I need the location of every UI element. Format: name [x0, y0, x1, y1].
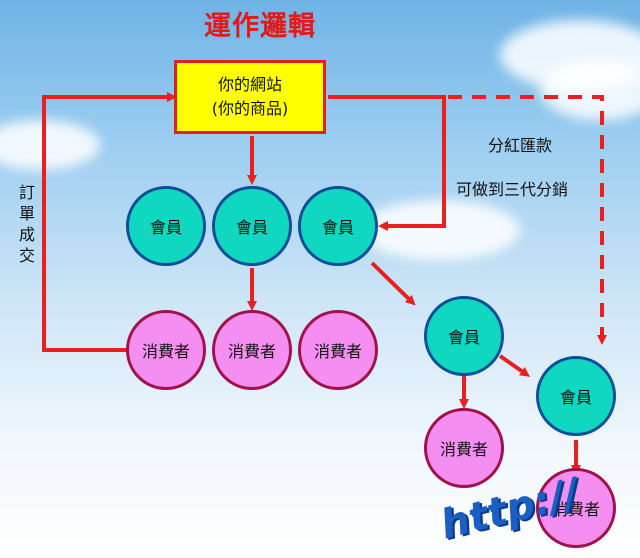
member-node: 會員 [536, 356, 616, 436]
website-box: 你的網站 (你的商品) [174, 60, 326, 134]
member-node: 會員 [424, 296, 504, 376]
consumer-node: 消費者 [212, 310, 292, 390]
cloud [540, 60, 640, 120]
consumer-node: 消費者 [536, 468, 616, 548]
consumer-node: 消費者 [298, 310, 378, 390]
member-node: 會員 [212, 186, 292, 266]
third-gen-dashed-arrow [328, 95, 607, 345]
member-to-member-arrow [498, 354, 531, 377]
cloud [0, 120, 100, 170]
member-node: 會員 [298, 186, 378, 266]
product-label: (你的商品) [211, 99, 289, 118]
profit-transfer-label: 分紅匯款 [488, 136, 553, 155]
diagram-title: 運作邏輯 [204, 11, 316, 42]
website-label: 你的網站 [217, 75, 282, 94]
order-completed-label: 訂單成交 [18, 183, 35, 265]
consumer-node: 消費者 [126, 310, 206, 390]
member-to-member-arrow [370, 261, 416, 306]
order-arrow [42, 92, 177, 352]
member-node: 會員 [126, 186, 206, 266]
three-generation-label: 可做到三代分銷 [456, 180, 569, 199]
consumer-node: 消費者 [424, 408, 504, 488]
